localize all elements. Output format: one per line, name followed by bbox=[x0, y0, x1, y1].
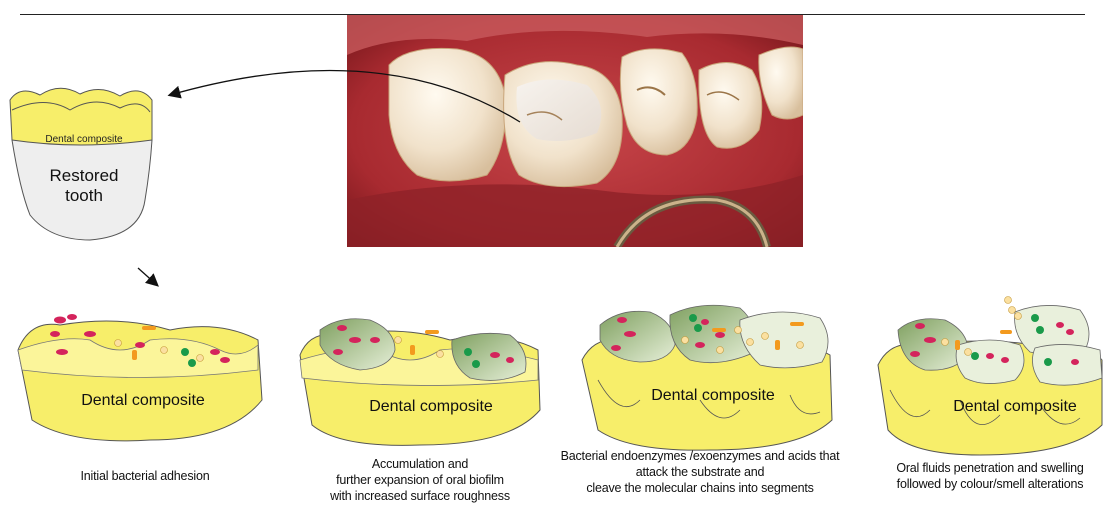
restored-composite-label: Dental composite bbox=[14, 134, 154, 145]
curved-arrow bbox=[170, 71, 520, 122]
caption-line: Accumulation and bbox=[300, 456, 540, 472]
panel-2-caption: Accumulation and further expansion of or… bbox=[300, 456, 540, 504]
panel-3-caption: Bacterial endoenzymes /exoenzymes and ac… bbox=[540, 448, 860, 496]
caption-line: further expansion of oral biofilm bbox=[300, 472, 540, 488]
caption-line: Oral fluids penetration and swelling bbox=[880, 460, 1100, 476]
caption-line: cleave the molecular chains into segment… bbox=[540, 480, 860, 496]
panel-4-caption: Oral fluids penetration and swelling fol… bbox=[880, 460, 1100, 492]
caption-line: Bacterial endoenzymes /exoenzymes and ac… bbox=[540, 448, 860, 464]
restored-tooth-line2: tooth bbox=[14, 186, 154, 206]
caption-line: attack the substrate and bbox=[540, 464, 860, 480]
panel-3-label: Dental composite bbox=[628, 387, 798, 405]
panel-2-label: Dental composite bbox=[346, 398, 516, 416]
down-arrow bbox=[138, 268, 157, 285]
panel-1-caption: Initial bacterial adhesion bbox=[40, 468, 250, 484]
panel-3-illustration bbox=[582, 305, 832, 450]
panel-1-illustration bbox=[18, 314, 262, 441]
restored-tooth-illustration bbox=[10, 88, 152, 240]
panel-1-label: Dental composite bbox=[58, 392, 228, 410]
panel-4-illustration bbox=[878, 297, 1102, 456]
caption-line: with increased surface roughness bbox=[300, 488, 540, 504]
panel-4-label: Dental composite bbox=[930, 398, 1100, 416]
restored-tooth-label: Restored tooth bbox=[14, 166, 154, 206]
caption-line: followed by colour/smell alterations bbox=[880, 476, 1100, 492]
restored-tooth-line1: Restored bbox=[14, 166, 154, 186]
caption-line: Initial bacterial adhesion bbox=[40, 468, 250, 484]
panel-2-illustration bbox=[300, 319, 540, 446]
